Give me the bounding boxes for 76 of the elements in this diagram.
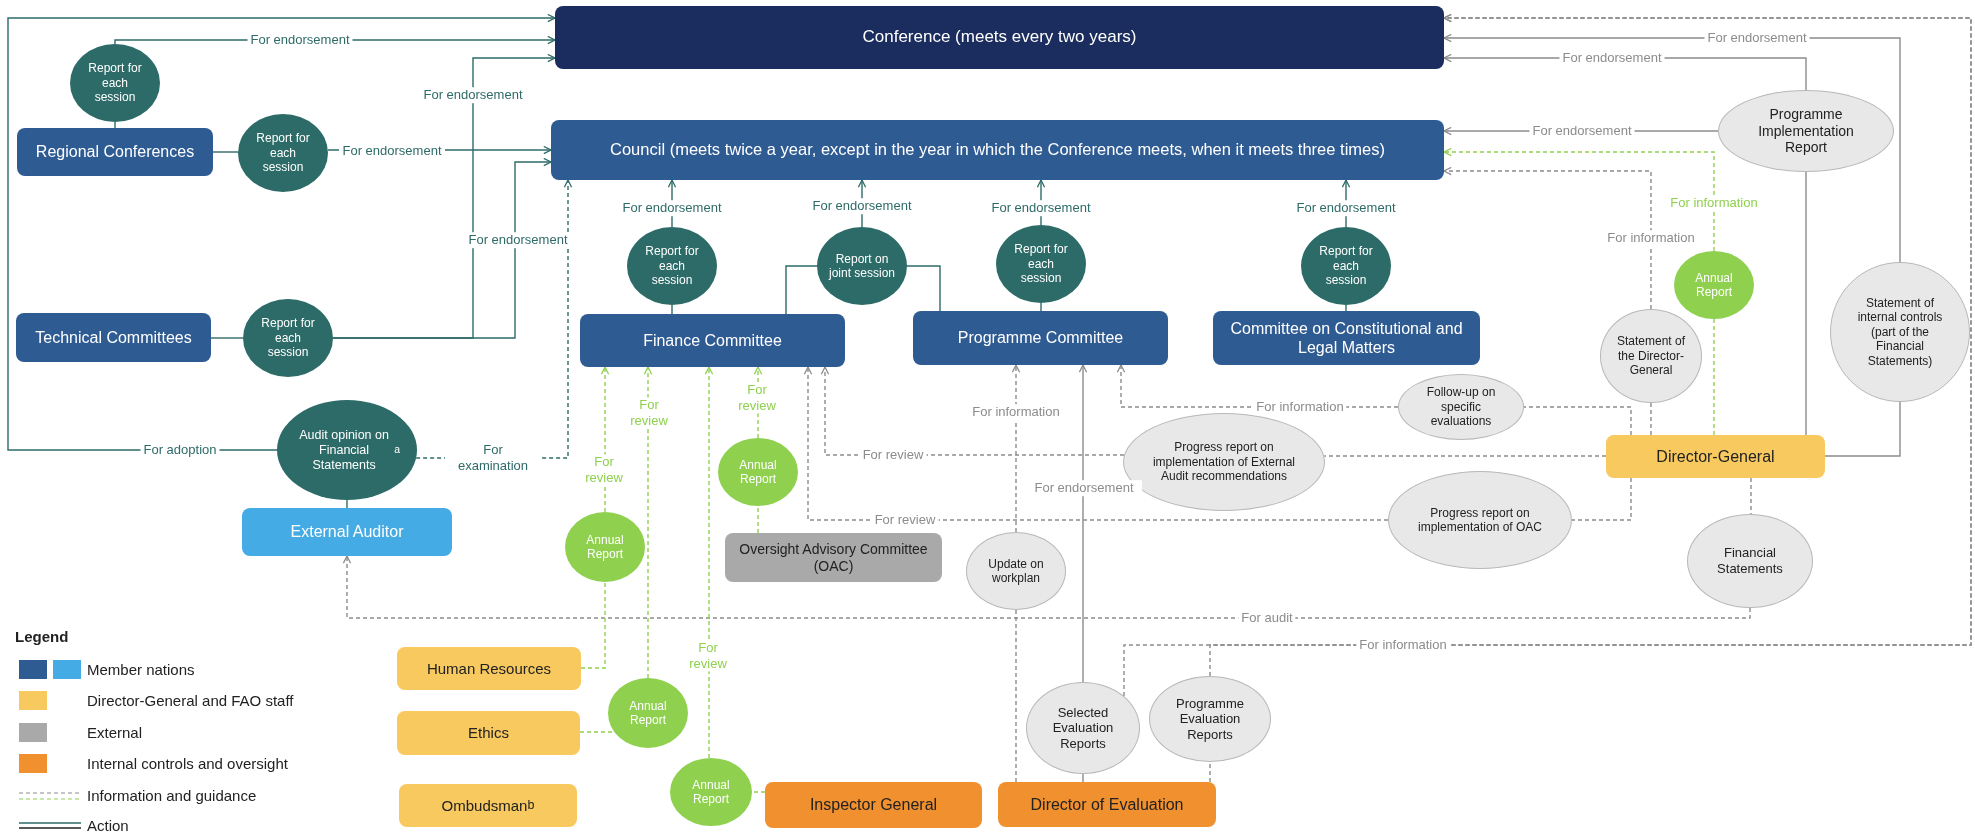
connector-line [212,151,239,153]
legend-text: External [87,724,143,741]
legend-text: Internal controls and oversight [87,755,288,772]
arrow [803,366,1389,521]
connector-line [210,337,244,339]
connector-line [1824,401,1901,457]
staff-box: Ethics [397,711,580,755]
staff-box: Director-General [1606,435,1825,478]
connector-line [1082,773,1084,783]
connector-line [751,791,766,793]
connector-line [785,265,818,315]
legend-text: Action [87,817,129,834]
body-box: Council (meets twice a year, except in the year in which the Conference meets, when it meets three times) [551,120,1444,180]
arrow [1078,364,1088,683]
staff-box: Human Resources [397,647,581,690]
document-ellipse: Programme Implementation Report [1718,90,1894,172]
oversight-box: Inspector General [765,782,982,828]
conference-box: Conference (meets every two years) [555,6,1444,69]
report-ellipse: Report for each session [996,225,1086,303]
connector-line [906,265,941,312]
connector-line [1015,609,1017,783]
arrow [704,366,714,759]
connector-line [1323,455,1607,457]
connector-line [1571,477,1632,521]
document-ellipse: Progress report on implementation of OAC [1388,471,1572,569]
body-box: Committee on Constitutional and Legal Matters [1213,311,1480,365]
document-ellipse: Statement of internal controls (part of the Financial Statements) [1830,262,1970,402]
document-ellipse: Programme Evaluation Reports [1149,676,1271,762]
report-ellipse: Report for each session [243,299,333,377]
arrow [643,366,653,679]
report-ellipse: Report for each session [627,227,717,305]
connector-line [1040,302,1042,312]
connector-line [1650,402,1652,436]
annual-report-ellipse: Annual Report [1674,251,1754,319]
connector-line [671,304,673,315]
arrow [1443,166,1652,310]
report-ellipse: Report for each session [238,114,328,192]
connector-line [1209,761,1211,783]
connector-line [346,499,348,509]
connector-line [1523,406,1632,436]
committee-box: Oversight Advisory Committee (OAC) [725,533,942,582]
legend-heading: Legend [15,628,69,645]
report-ellipse: Report for each session [70,44,160,122]
body-box: Regional Conferences [17,128,213,176]
body-box: Finance Committee [580,314,845,367]
legend-text: Information and guidance [87,787,257,804]
annual-report-ellipse: Annual Report [718,438,798,506]
annual-report-ellipse: Annual Report [565,512,645,582]
arrow [600,366,610,513]
connector-line [580,581,606,669]
oversight-box: Director of Evaluation [998,782,1216,827]
legend-text: Director-General and FAO staff [87,692,294,709]
connector-line [1345,304,1347,312]
arrow [1443,147,1715,252]
document-ellipse: Update on workplan [966,532,1066,610]
document-ellipse: Selected Evaluation Reports [1026,682,1140,774]
connector-line [1805,171,1807,436]
connector-line [1713,318,1715,436]
connector-line [757,505,759,534]
annual-report-ellipse: Annual Report [670,758,752,826]
arrow [332,157,552,339]
edge-label: For adoption [140,442,220,458]
document-ellipse: Financial Statements [1687,514,1813,608]
body-box: Programme Committee [913,311,1168,365]
annual-report-ellipse: Annual Report [608,678,688,748]
arrow [342,555,1751,619]
document-ellipse: Follow-up on specific evaluations [1398,374,1524,440]
connector-line [114,121,116,129]
report-ellipse: Report on joint session [817,227,907,305]
auditor-box: External Auditor [242,508,452,556]
document-ellipse: Statement of the Director-General [1600,309,1702,403]
report-ellipse: Report for each session [1301,227,1391,305]
arrow [7,13,556,451]
legend-text: Member nations [87,661,195,678]
arrow [1011,364,1021,533]
body-box: Technical Committees [16,313,211,362]
